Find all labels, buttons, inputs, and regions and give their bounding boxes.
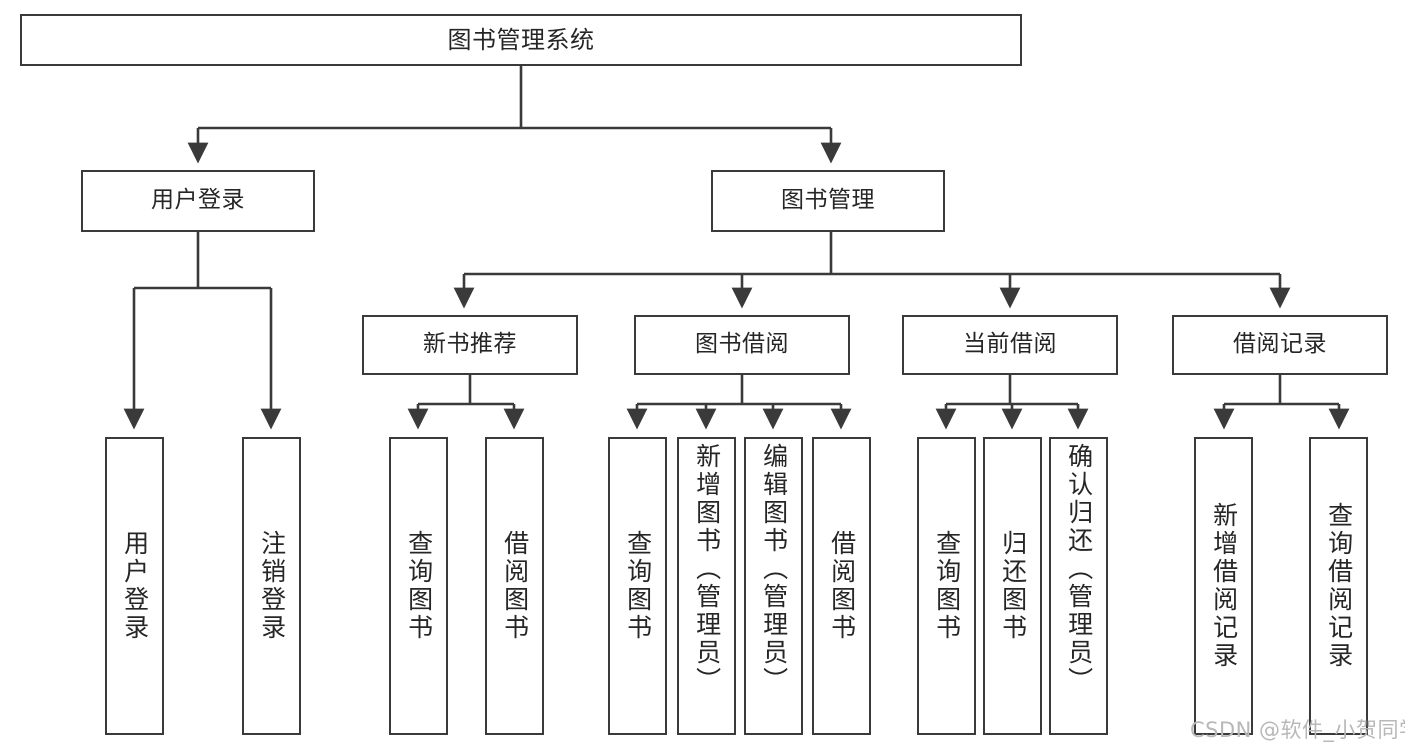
node-label: 新书推荐 [423, 331, 517, 358]
leaf-edit-book-admin[interactable]: 编辑图书（管理员） [744, 437, 803, 735]
node-label: 归还图书 [998, 530, 1028, 642]
leaf-query-book-cb[interactable]: 查询图书 [917, 437, 976, 735]
node-label: 查询借阅记录 [1324, 502, 1354, 670]
node-label: 新增借阅记录 [1209, 502, 1239, 670]
node-new-book-recommend[interactable]: 新书推荐 [362, 315, 578, 375]
node-label: 新增图书（管理员） [692, 443, 722, 695]
node-borrow-record[interactable]: 借阅记录 [1172, 315, 1388, 375]
node-book-borrow[interactable]: 图书借阅 [634, 315, 850, 375]
leaf-add-book-admin[interactable]: 新增图书（管理员） [677, 437, 736, 735]
node-label: 图书管理 [781, 187, 875, 214]
leaf-query-borrow-record[interactable]: 查询借阅记录 [1309, 437, 1368, 735]
node-label: 图书管理系统 [447, 25, 595, 54]
node-label: 借阅记录 [1233, 331, 1327, 358]
node-book-management[interactable]: 图书管理 [711, 170, 945, 232]
leaf-query-book-nb[interactable]: 查询图书 [389, 437, 448, 735]
leaf-query-book-bb[interactable]: 查询图书 [608, 437, 667, 735]
csdn-watermark: CSDN @软件_小贺同学 [1190, 718, 1405, 742]
node-label: 用户登录 [151, 187, 245, 214]
leaf-confirm-return-admin[interactable]: 确认归还（管理员） [1049, 437, 1108, 735]
leaf-add-borrow-record[interactable]: 新增借阅记录 [1194, 437, 1253, 735]
node-label: 编辑图书（管理员） [759, 443, 789, 695]
leaf-return-book[interactable]: 归还图书 [983, 437, 1042, 735]
leaf-borrow-book-bb[interactable]: 借阅图书 [812, 437, 871, 735]
leaf-user-login[interactable]: 用户登录 [105, 437, 164, 735]
node-user-login[interactable]: 用户登录 [81, 170, 315, 232]
node-label: 借阅图书 [500, 530, 530, 642]
node-label: 查询图书 [404, 530, 434, 642]
node-label: 确认归还（管理员） [1064, 443, 1094, 695]
node-label: 查询图书 [623, 530, 653, 642]
node-label: 查询图书 [932, 530, 962, 642]
leaf-logout[interactable]: 注销登录 [242, 437, 301, 735]
node-label: 借阅图书 [827, 530, 857, 642]
node-label: 用户登录 [120, 530, 150, 642]
node-label: 图书借阅 [695, 331, 789, 358]
node-label: 注销登录 [257, 530, 287, 642]
node-current-borrow[interactable]: 当前借阅 [902, 315, 1118, 375]
node-root-system[interactable]: 图书管理系统 [20, 14, 1022, 66]
node-label: 当前借阅 [963, 331, 1057, 358]
leaf-borrow-book-nb[interactable]: 借阅图书 [485, 437, 544, 735]
